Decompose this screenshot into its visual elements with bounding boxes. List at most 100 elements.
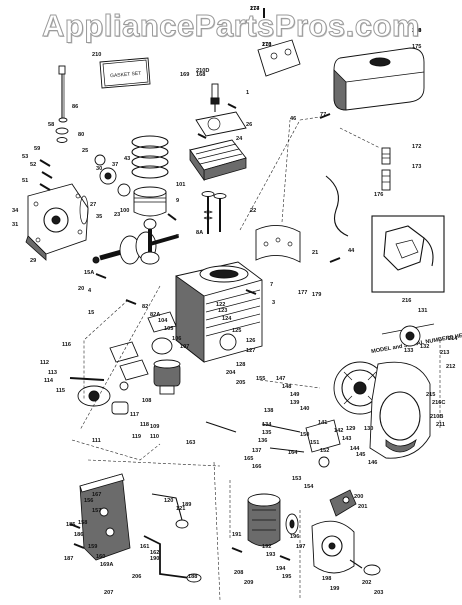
callout-200: 200 bbox=[354, 494, 363, 500]
callout-126: 126 bbox=[246, 338, 255, 344]
callout-7: 7 bbox=[270, 282, 273, 288]
callout-25: 25 bbox=[82, 148, 88, 154]
callout-106: 106 bbox=[172, 336, 181, 342]
callout-207: 207 bbox=[104, 590, 113, 596]
callout-120: 120 bbox=[164, 498, 173, 504]
callout-204: 204 bbox=[226, 370, 236, 376]
callout-167: 167 bbox=[92, 492, 101, 498]
callout-124: 124 bbox=[222, 316, 232, 322]
callout-133: 133 bbox=[404, 348, 413, 354]
callout-46: 46 bbox=[290, 116, 296, 122]
callout-130: 130 bbox=[364, 426, 373, 432]
callout-143: 143 bbox=[342, 436, 351, 442]
callout-100: 100 bbox=[120, 208, 129, 214]
callout-191: 191 bbox=[232, 532, 241, 538]
ignition-wire bbox=[325, 175, 349, 237]
callout-141: 141 bbox=[318, 420, 327, 426]
engine-block bbox=[175, 261, 263, 363]
callout-164: 164 bbox=[288, 450, 298, 456]
callout-152: 152 bbox=[320, 448, 329, 454]
callout-112: 112 bbox=[40, 360, 49, 366]
callout-174: 174 bbox=[250, 6, 260, 12]
head-gasket bbox=[195, 111, 247, 137]
callout-1: 1 bbox=[246, 90, 249, 96]
callout-34: 34 bbox=[12, 208, 19, 214]
gasket-set-card: GASKET SET bbox=[99, 57, 151, 89]
callout-175: 175 bbox=[412, 44, 421, 50]
callout-153: 153 bbox=[292, 476, 301, 482]
carburetor-gaskets bbox=[109, 311, 177, 381]
callout-107: 107 bbox=[180, 344, 189, 350]
callout-176: 176 bbox=[374, 192, 383, 198]
callout-118: 118 bbox=[140, 422, 149, 428]
throttle-lever bbox=[151, 493, 189, 529]
callout-22: 22 bbox=[250, 208, 256, 214]
blower-housing bbox=[369, 361, 431, 459]
piston bbox=[133, 186, 167, 217]
callout-82: 82 bbox=[142, 304, 148, 310]
gasket-set-label: GASKET SET bbox=[110, 71, 142, 80]
callout-142: 142 bbox=[334, 428, 343, 434]
callout-190: 190 bbox=[150, 556, 159, 562]
callout-3: 3 bbox=[272, 300, 275, 306]
callout-195: 195 bbox=[282, 574, 291, 580]
callout-169: 169 bbox=[180, 72, 189, 78]
inset-box: 216 bbox=[371, 215, 445, 304]
callout-166: 166 bbox=[252, 464, 261, 470]
callout-209: 209 bbox=[244, 580, 253, 586]
callout-159: 159 bbox=[88, 544, 97, 550]
fuel-bowl bbox=[69, 377, 129, 415]
control-bracket bbox=[79, 473, 131, 561]
callout-104: 104 bbox=[158, 318, 168, 324]
callout-21: 21 bbox=[312, 250, 318, 256]
callout-206: 206 bbox=[132, 574, 141, 580]
callout-4: 4 bbox=[88, 288, 92, 294]
callout-119: 119 bbox=[132, 434, 141, 440]
callout-157: 157 bbox=[92, 508, 101, 514]
callout-110: 110 bbox=[150, 434, 159, 440]
callout-80: 80 bbox=[78, 132, 84, 138]
heat-shield bbox=[255, 225, 301, 263]
callout-51: 51 bbox=[22, 178, 28, 184]
callout-117: 117 bbox=[130, 412, 139, 418]
spark-plug bbox=[210, 83, 220, 112]
callout-52: 52 bbox=[30, 162, 36, 168]
callout-188: 188 bbox=[188, 574, 197, 580]
callout-111: 111 bbox=[92, 438, 101, 444]
callout-53: 53 bbox=[22, 154, 28, 160]
callout-105: 105 bbox=[164, 326, 173, 332]
callout-113: 113 bbox=[48, 370, 57, 376]
callout-210b: 210B bbox=[430, 414, 443, 420]
callout-160: 160 bbox=[96, 554, 105, 560]
choke-lever bbox=[143, 535, 202, 583]
callout-203: 203 bbox=[374, 590, 383, 596]
callout-35: 35 bbox=[96, 214, 102, 220]
callout-208: 208 bbox=[234, 570, 243, 576]
governor-linkage bbox=[205, 419, 341, 468]
callout-194: 194 bbox=[276, 566, 286, 572]
starter-cup bbox=[247, 493, 281, 547]
callout-196: 196 bbox=[290, 534, 299, 540]
piston-rings bbox=[131, 135, 169, 179]
callout-170: 170 bbox=[262, 42, 271, 48]
knob bbox=[349, 559, 381, 576]
callout-185: 185 bbox=[66, 522, 75, 528]
callout-205: 205 bbox=[236, 380, 245, 386]
callout-15: 15 bbox=[88, 310, 94, 316]
callout-27: 27 bbox=[90, 202, 96, 208]
callout-172: 172 bbox=[412, 144, 421, 150]
callout-151: 151 bbox=[310, 440, 319, 446]
callout-123: 123 bbox=[218, 308, 227, 314]
callout-169a: 169A bbox=[100, 562, 113, 568]
callout-135: 135 bbox=[262, 430, 271, 436]
callout-192: 192 bbox=[262, 544, 271, 550]
callout-30: 30 bbox=[96, 166, 102, 172]
callout-137: 137 bbox=[252, 448, 261, 454]
callout-210d: 210D bbox=[196, 68, 209, 74]
callout-189: 189 bbox=[182, 502, 191, 508]
callout-213: 213 bbox=[440, 350, 449, 356]
callout-101: 101 bbox=[176, 182, 185, 188]
